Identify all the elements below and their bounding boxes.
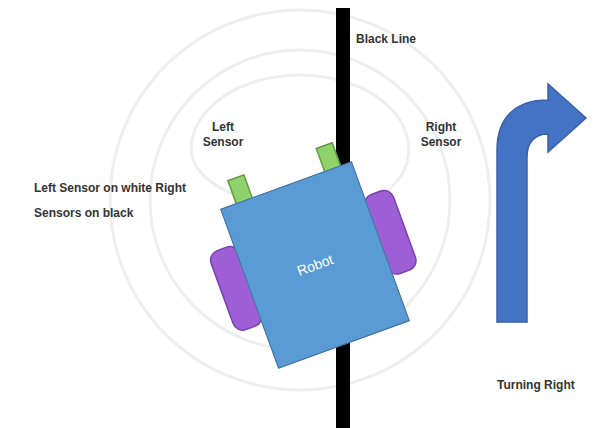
line-label: Black Line: [356, 32, 416, 47]
turn-arrow: [497, 84, 586, 322]
robot-label: Robot: [295, 251, 336, 279]
sensor-label: Right Sensor: [414, 120, 468, 150]
state-note: Left Sensor on white Right Sensors on bl…: [34, 176, 186, 226]
watermark-emblem: [110, 10, 490, 390]
direction-label: Turning Right: [497, 378, 575, 393]
sensor-label: Left Sensor: [196, 120, 250, 150]
